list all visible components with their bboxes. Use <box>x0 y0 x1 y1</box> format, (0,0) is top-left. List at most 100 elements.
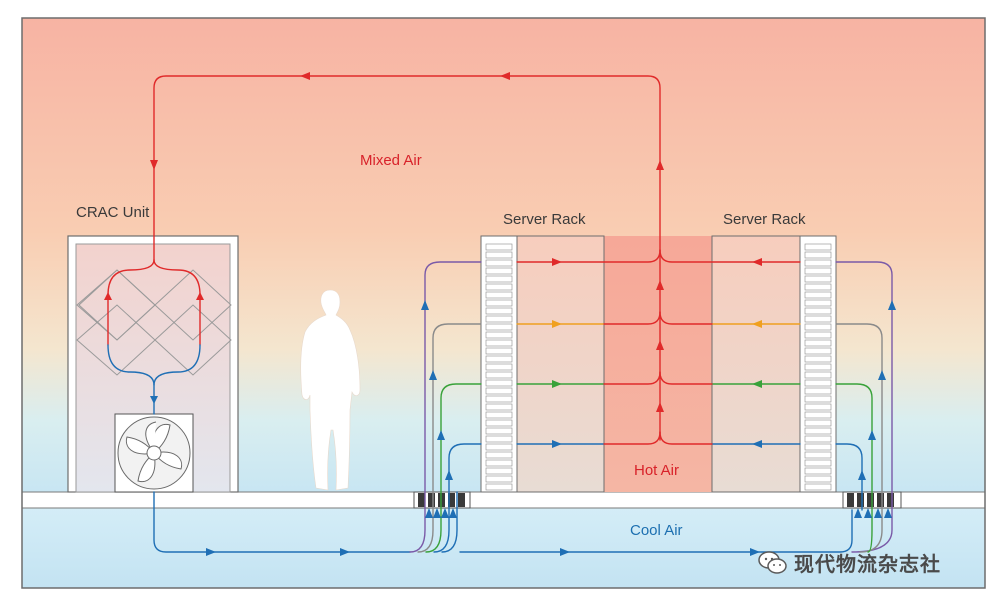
wechat-icon <box>758 550 787 574</box>
rack-right-inlet-blue <box>835 443 863 511</box>
raised-floor-plenum <box>22 508 985 588</box>
server-slot <box>485 467 513 475</box>
server-slot <box>485 307 513 315</box>
server-slot <box>485 451 513 459</box>
server-slot <box>804 331 832 339</box>
server-slot <box>804 355 832 363</box>
server-slot <box>804 259 832 267</box>
server-slot <box>804 475 832 483</box>
server-slot <box>485 379 513 387</box>
server-slot <box>485 339 513 347</box>
crac-cooled-flow-right <box>153 344 201 386</box>
hot-air-label: Hot Air <box>634 462 680 479</box>
server-slot <box>485 331 513 339</box>
rack-right-inlet-green <box>835 383 873 553</box>
server-slot <box>804 459 832 467</box>
floor-tiles <box>21 491 986 509</box>
rack-right-inlet-purple <box>835 261 893 553</box>
server-slot <box>485 299 513 307</box>
rack-left-inlet-blue <box>433 443 482 553</box>
server-rack-right <box>711 235 837 493</box>
server-slot <box>804 243 832 251</box>
server-slot <box>485 459 513 467</box>
server-slot <box>804 435 832 443</box>
crac-coil-flow-right <box>153 259 201 346</box>
server-slot <box>804 307 832 315</box>
server-slot <box>804 427 832 435</box>
floor-vent-left <box>413 491 471 509</box>
server-slot <box>804 267 832 275</box>
rack-left-inlet-purple <box>409 261 482 553</box>
server-slot <box>485 363 513 371</box>
server-slot <box>804 291 832 299</box>
server-slot <box>485 347 513 355</box>
server-slot <box>804 347 832 355</box>
server-slot <box>485 355 513 363</box>
crac-cooled-flow-left <box>107 344 155 415</box>
fan-icon <box>114 413 194 493</box>
server-slot <box>804 363 832 371</box>
server-slot <box>485 315 513 323</box>
flow-arrows <box>104 72 896 556</box>
server-slot <box>485 403 513 411</box>
server-slot <box>485 395 513 403</box>
person-silhouette-icon <box>300 289 361 491</box>
rack-right-exhaust-blue-red <box>659 431 713 445</box>
server-slot <box>485 443 513 451</box>
room-frame <box>21 17 986 589</box>
server-slot <box>804 403 832 411</box>
server-slot <box>804 283 832 291</box>
server-slot <box>804 323 832 331</box>
rack-right-inlet-grey <box>835 323 883 553</box>
server-slot <box>804 387 832 395</box>
server-slot <box>804 299 832 307</box>
underfloor-cool-flow-right <box>459 509 853 553</box>
server-slot <box>485 387 513 395</box>
server-slot <box>485 419 513 427</box>
server-slot <box>804 339 832 347</box>
server-slot <box>804 251 832 259</box>
server-slot <box>804 379 832 387</box>
server-slot <box>485 427 513 435</box>
server-slot <box>804 395 832 403</box>
server-slot <box>804 275 832 283</box>
server-rack-right-label: Server Rack <box>723 211 806 228</box>
hot-aisle <box>604 236 712 492</box>
rack-left-inlet-green <box>425 383 482 553</box>
crac-unit-label: CRAC Unit <box>76 204 150 221</box>
cooling-coil <box>76 269 232 376</box>
rack-left-inlet-blue-2 <box>441 491 458 553</box>
server-rack-left-label: Server Rack <box>503 211 586 228</box>
server-slot <box>485 475 513 483</box>
mixed-air-return-flow <box>153 75 661 441</box>
server-slot <box>485 411 513 419</box>
server-slot <box>485 243 513 251</box>
mixed-air-label: Mixed Air <box>360 152 422 169</box>
server-slot <box>485 483 513 491</box>
server-slot <box>804 467 832 475</box>
rack-right-exhaust-red <box>659 249 801 263</box>
underfloor-cool-flow <box>153 491 411 553</box>
cool-air-label: Cool Air <box>630 522 683 539</box>
server-slot <box>485 323 513 331</box>
watermark-text: 现代物流杂志社 <box>794 552 941 576</box>
server-slot <box>804 443 832 451</box>
rack-right-exhaust-orange-red <box>659 311 713 325</box>
server-slot <box>804 315 832 323</box>
server-slot <box>804 483 832 491</box>
server-slot <box>485 259 513 267</box>
crac-coil-flow-left <box>107 259 155 346</box>
server-rack-left <box>480 235 605 493</box>
server-slot <box>485 291 513 299</box>
rack-right-exhaust-green-red <box>659 371 713 385</box>
server-slot <box>804 411 832 419</box>
server-slot <box>485 275 513 283</box>
server-slot <box>485 267 513 275</box>
server-slot <box>804 451 832 459</box>
server-slot <box>804 371 832 379</box>
rack-left-inlet-grey <box>417 323 482 553</box>
server-slot <box>485 435 513 443</box>
server-slot <box>485 371 513 379</box>
